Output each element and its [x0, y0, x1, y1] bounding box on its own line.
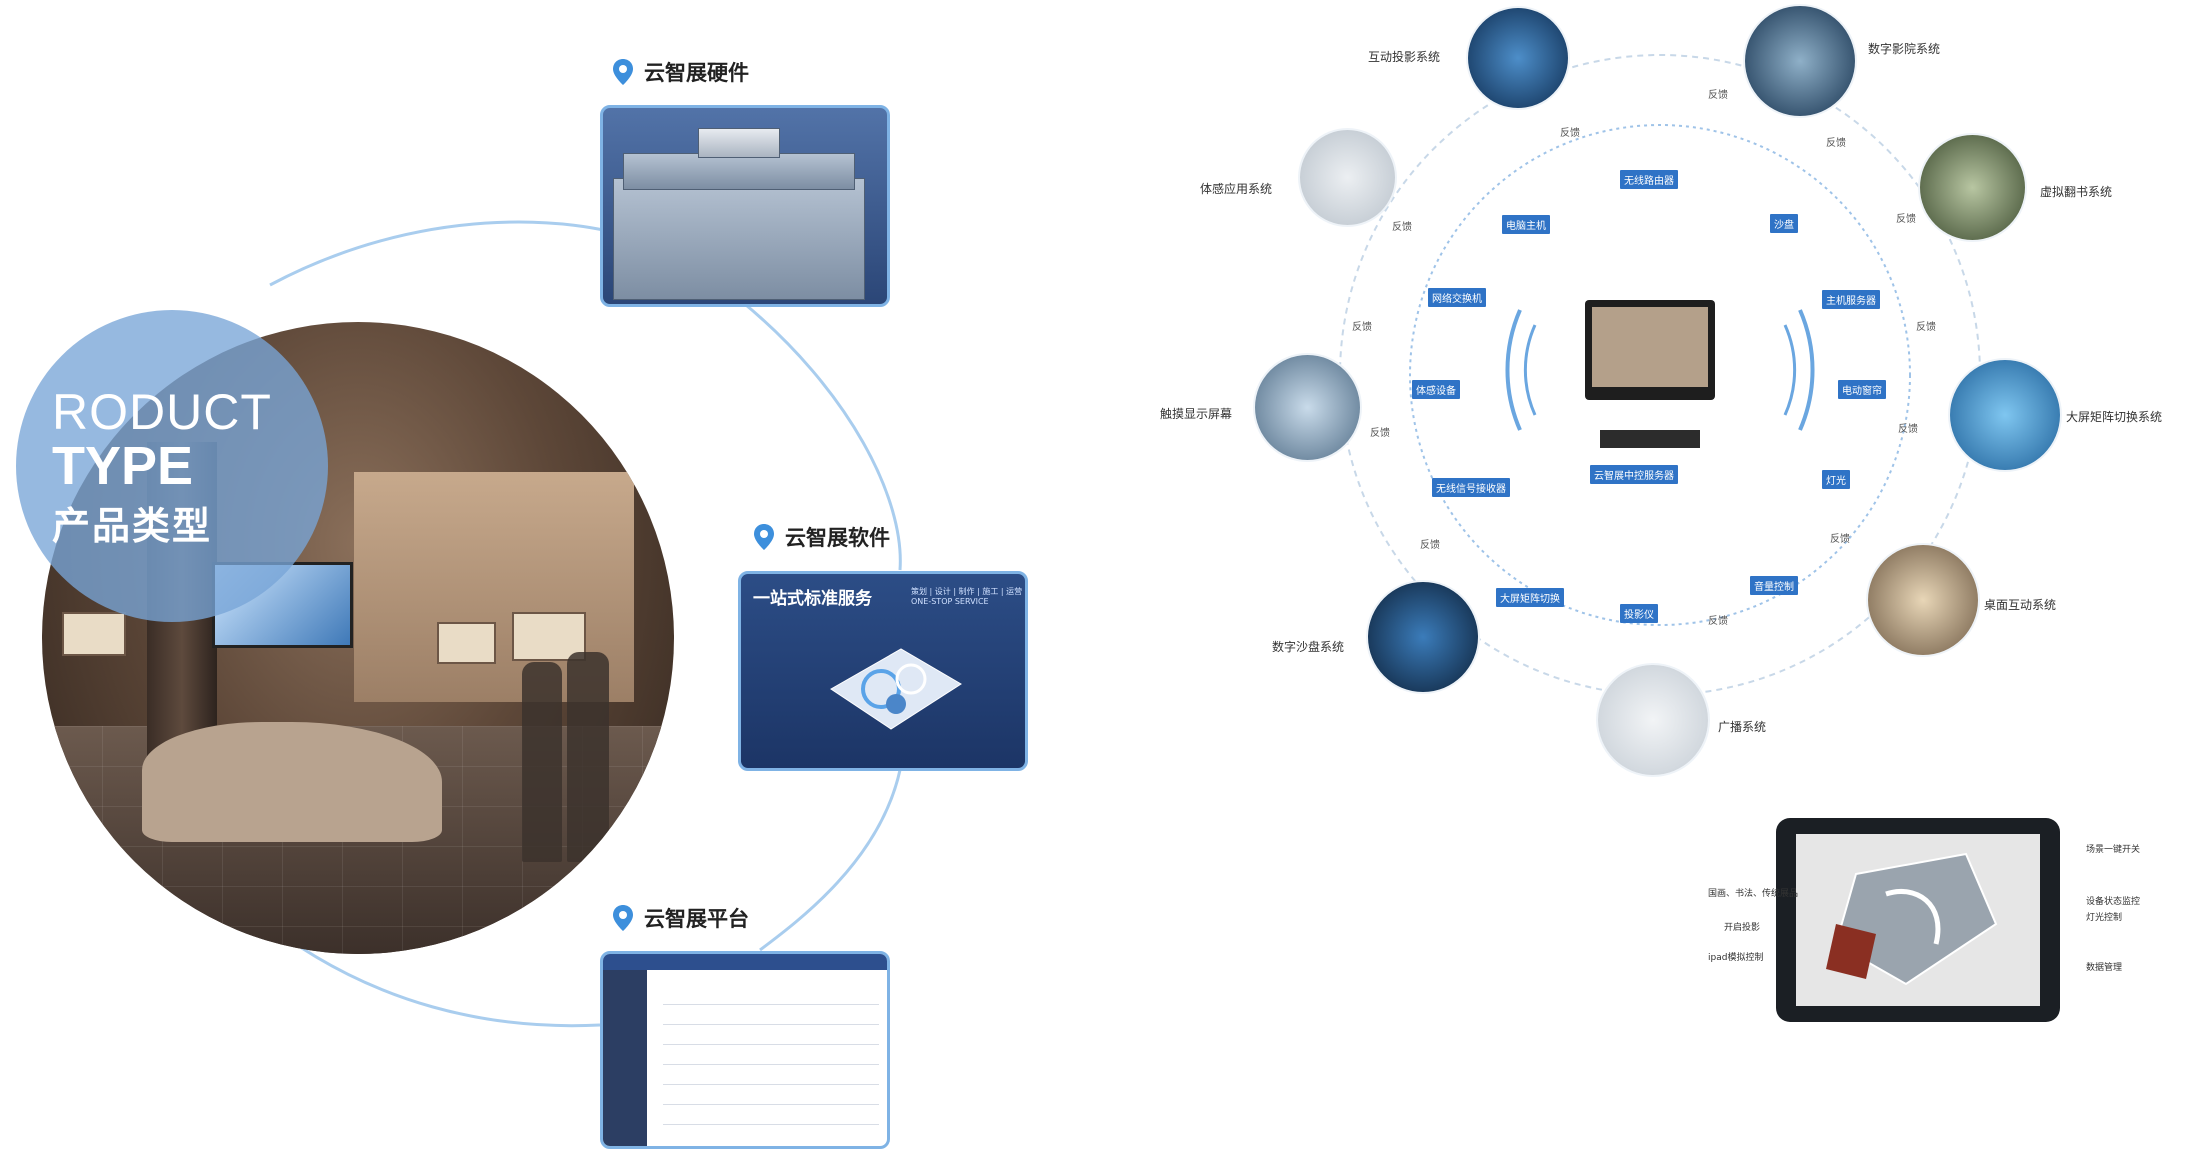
- software-3d-model: [830, 648, 962, 730]
- mini-pc: [698, 128, 780, 158]
- system-label: 体感应用系统: [1200, 182, 1273, 196]
- software-card[interactable]: 一站式标准服务 策划 | 设计 | 制作 | 施工 | 运营 ONE-STOP …: [738, 571, 1028, 771]
- feedback-label: 反馈: [1420, 540, 1440, 551]
- feedback-label: 反馈: [1898, 424, 1918, 435]
- motion-sensing-image: [1300, 130, 1395, 225]
- wall-panel: [437, 622, 496, 664]
- platform-topbar: [603, 954, 887, 970]
- feedback-label: 反馈: [1370, 428, 1390, 439]
- tablet-label: 开启投影: [1724, 923, 1761, 933]
- software-card-subtitle: 策划 | 设计 | 制作 | 施工 | 运营 ONE-STOP SERVICE: [911, 587, 1023, 606]
- system-label: 数字沙盘系统: [1272, 640, 1345, 654]
- system-label: 广播系统: [1718, 720, 1767, 734]
- table-row: [663, 1084, 879, 1085]
- device-label: 大屏矩阵切换: [1496, 588, 1564, 607]
- feedback-label: 反馈: [1708, 90, 1728, 101]
- wall-panel: [62, 612, 126, 656]
- system-label: 虚拟翻书系统: [2040, 185, 2113, 199]
- hardware-card[interactable]: [600, 105, 890, 307]
- overlay-line-2: TYPE: [52, 436, 194, 496]
- system-label: 数字影院系统: [1868, 42, 1941, 56]
- feedback-label: 反馈: [1560, 128, 1580, 139]
- exhibition-hall-image: [42, 322, 674, 954]
- table-row: [663, 1044, 879, 1045]
- ipad-control-tablet: [1776, 818, 2060, 1022]
- interactive-projection-image: [1468, 8, 1568, 108]
- digital-cinema-image: [1745, 6, 1855, 116]
- feedback-label: 反馈: [1830, 534, 1850, 545]
- overlay-line-3: 产品类型: [52, 506, 213, 548]
- overlay-line-1: RODUCT: [52, 384, 272, 440]
- tablet-floorplan: [1826, 852, 1998, 986]
- product-type-overlay: [16, 310, 328, 622]
- device-label: 电脑主机: [1502, 215, 1550, 234]
- location-pin-icon: [613, 905, 633, 931]
- tablet-screen: [1796, 834, 2040, 1006]
- visitor-silhouette: [567, 652, 609, 862]
- platform-label-text: 云智展平台: [644, 907, 749, 931]
- software-card-title: 一站式标准服务: [753, 589, 872, 609]
- system-label: 大屏矩阵切换系统: [2066, 410, 2163, 424]
- feedback-label: 反馈: [1352, 322, 1372, 333]
- tablet-label: 灯光控制: [2086, 913, 2123, 923]
- feedback-label: 反馈: [1826, 138, 1846, 149]
- virtual-book-image: [1920, 135, 2025, 240]
- hardware-label-text: 云智展硬件: [644, 61, 749, 85]
- touch-screen-image: [1255, 355, 1360, 460]
- system-label: 互动投影系统: [1368, 50, 1441, 64]
- device-label: 体感设备: [1412, 380, 1460, 399]
- feedback-label: 反馈: [1392, 222, 1412, 233]
- table-row: [663, 1104, 879, 1105]
- tablet-label: 设备状态监控: [2086, 897, 2141, 907]
- feedback-label: 反馈: [1896, 214, 1916, 225]
- system-label: 桌面互动系统: [1984, 598, 2057, 612]
- device-label: 灯光: [1822, 470, 1850, 489]
- platform-sidebar: [603, 970, 647, 1146]
- tablet-label: 场景一键开关: [2086, 845, 2141, 855]
- table-row: [663, 1064, 879, 1065]
- server-unit: [623, 153, 855, 190]
- tablet-label: 国画、书法、传统展品: [1708, 889, 1799, 899]
- hardware-label: 云智展硬件: [612, 57, 749, 87]
- device-label: 无线信号接收器: [1432, 478, 1510, 497]
- platform-label: 云智展平台: [612, 903, 749, 933]
- device-label: 音量控制: [1750, 576, 1798, 595]
- desktop-interaction-image: [1868, 545, 1978, 655]
- table-row: [663, 1024, 879, 1025]
- device-label: 无线路由器: [1620, 170, 1678, 189]
- device-label: 沙盘: [1770, 214, 1798, 233]
- broadcast-image: [1598, 665, 1708, 775]
- table-row: [663, 1004, 879, 1005]
- software-label-text: 云智展软件: [785, 526, 890, 550]
- software-label: 云智展软件: [753, 522, 890, 552]
- rock-sculpture: [142, 722, 442, 842]
- visitor-silhouette: [522, 662, 562, 862]
- system-label: 触摸显示屏幕: [1160, 407, 1233, 421]
- feedback-label: 反馈: [1916, 322, 1936, 333]
- system-diagram: [1339, 54, 1981, 696]
- feedback-label: 反馈: [1708, 616, 1728, 627]
- digital-sandtable-image: [1368, 582, 1478, 692]
- device-label: 电动窗帘: [1838, 380, 1886, 399]
- large-screen-image: [1950, 360, 2060, 470]
- device-label: 投影仪: [1620, 604, 1658, 623]
- location-pin-icon: [613, 59, 633, 85]
- location-pin-icon: [754, 524, 774, 550]
- platform-card[interactable]: [600, 951, 890, 1149]
- table-row: [663, 1124, 879, 1125]
- device-label: 主机服务器: [1822, 290, 1880, 309]
- center-server-label: 云智展中控服务器: [1590, 465, 1678, 484]
- server-rack: [613, 178, 865, 300]
- tablet-label: 数据管理: [2086, 963, 2123, 973]
- tablet-label: ipad模拟控制: [1708, 953, 1764, 963]
- device-label: 网络交换机: [1428, 288, 1486, 307]
